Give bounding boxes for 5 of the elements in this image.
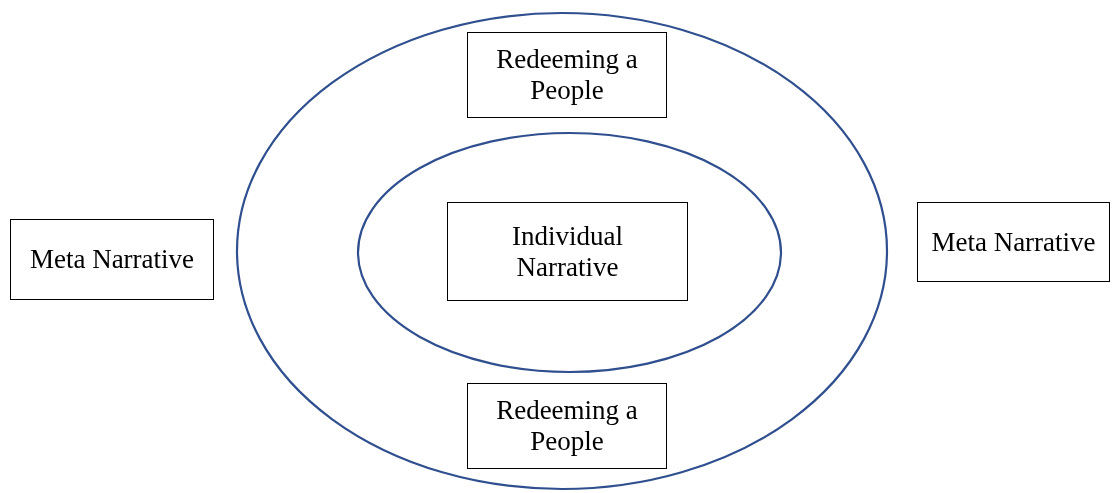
text-box: Meta Narrative [10, 219, 214, 300]
text-box: Redeeming a People [467, 32, 667, 118]
text-box: Meta Narrative [917, 202, 1110, 282]
text-box: Redeeming a People [467, 383, 667, 469]
text-box: Individual Narrative [447, 202, 688, 301]
